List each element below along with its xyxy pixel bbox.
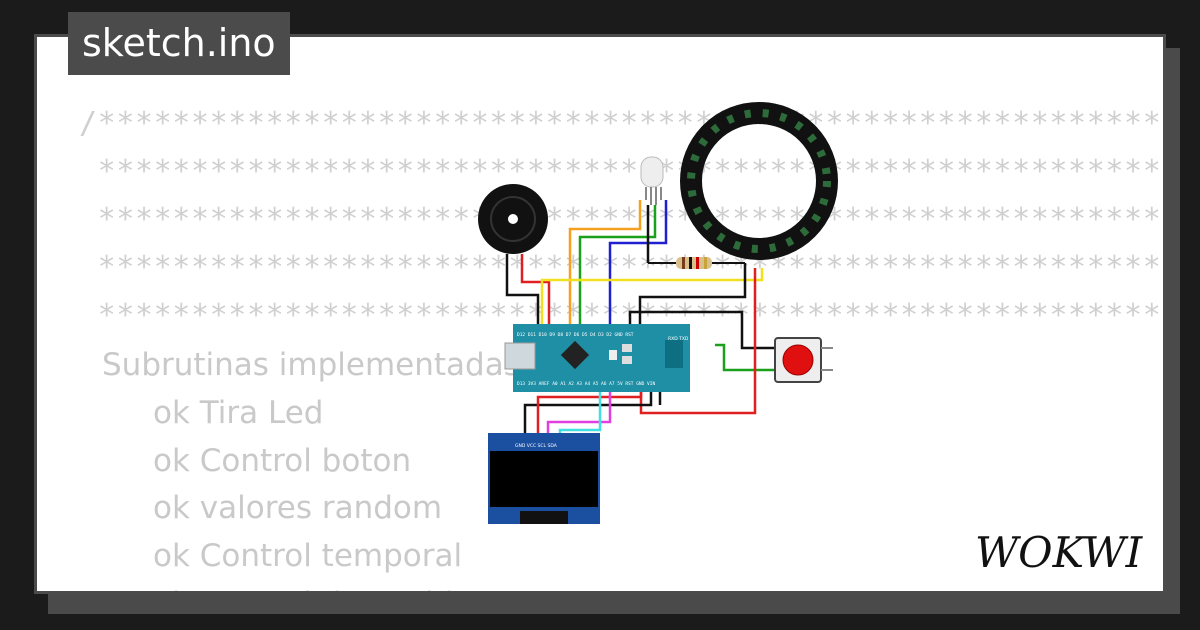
resistor[interactable] [648,257,745,269]
brand-text: WOKWI [975,528,1144,577]
push-button[interactable] [774,337,833,383]
oled-pin-labels: GND VCC SCL SDA [515,443,558,449]
comment-line: ok valores random [153,490,443,526]
arduino-nano[interactable]: D12 D11 D10 D9 D8 D7 D6 D5 D4 D3 D2 GND … [504,324,690,392]
neopixel-ring[interactable] [680,102,838,260]
preview-card: /***************************************… [34,34,1166,594]
buzzer[interactable] [478,184,548,254]
top-pin-labels: D12 D11 D10 D9 D8 D7 D6 D5 D4 D3 D2 GND … [517,332,634,338]
comment-line: Subrutinas implementadas: [102,347,531,383]
sketch-title-tab[interactable]: sketch.ino [68,12,290,75]
wokwi-logo: WOKWI [975,528,1144,577]
comment-line: ok Tira Led [153,395,324,431]
code-line: /***************************************… [79,106,1166,141]
wires [505,200,775,435]
code-line: ****************************************… [97,202,1163,237]
oled-display[interactable]: GND VCC SCL SDA [488,433,600,524]
comment-line: ok Control boton [153,443,412,479]
rx-tx-label: RXD TXD [668,336,689,342]
comment-line: ok Control de sonido [153,586,472,591]
bottom-pin-labels: D13 3V3 AREF A0 A1 A2 A3 A4 A5 A6 A7 5V … [517,381,655,387]
comment-line: ok Control temporal [153,538,463,574]
code-line: ****************************************… [97,154,1163,189]
rgb-led[interactable] [640,156,664,205]
